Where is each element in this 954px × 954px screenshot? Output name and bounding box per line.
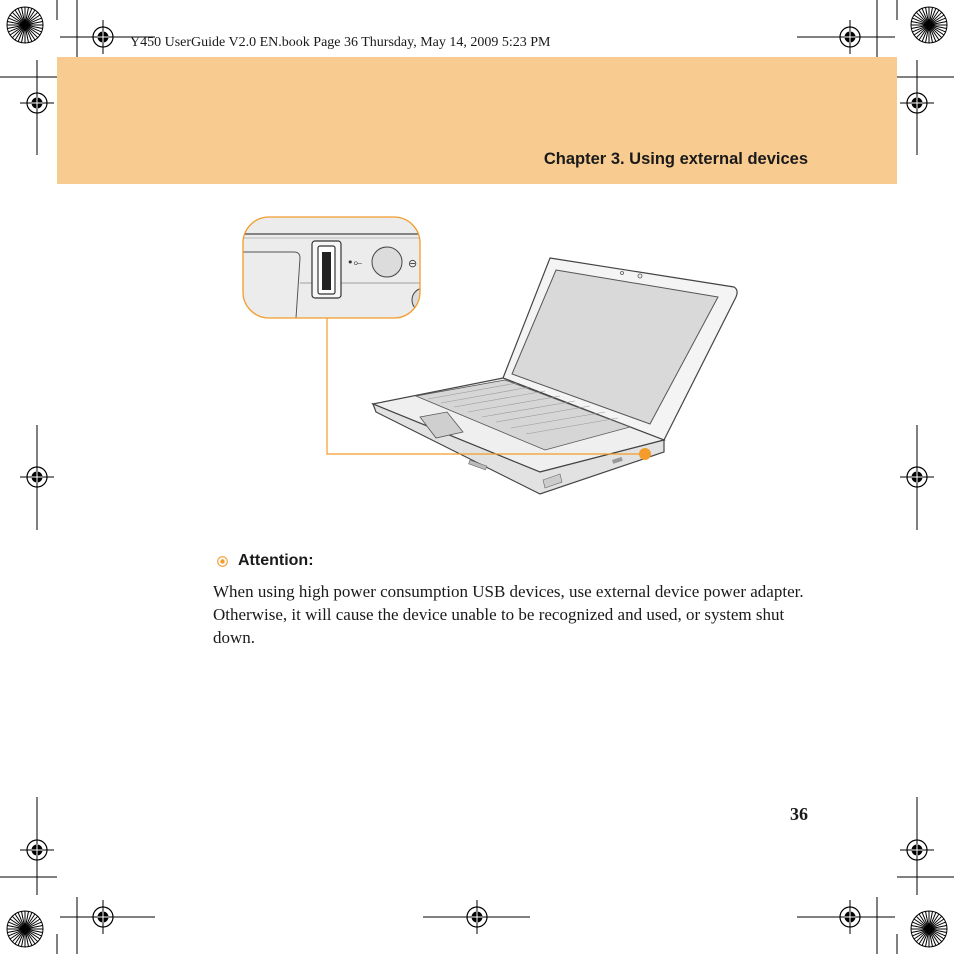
target-icon	[217, 556, 228, 567]
usb-port-zoom: •⟜ ⊖	[242, 216, 421, 319]
chapter-header-band	[57, 57, 897, 184]
page-number: 36	[790, 804, 808, 824]
chapter-title: Chapter 3. Using external devices	[543, 150, 808, 168]
svg-text:⊖: ⊖	[408, 257, 417, 270]
print-file-info: Y450 UserGuide V2.0 EN.book Page 36 Thur…	[130, 35, 551, 50]
svg-text:•⟜: •⟜	[347, 256, 362, 269]
attention-text: When using high power consumption USB de…	[213, 582, 804, 647]
laptop-base	[370, 377, 666, 495]
laptop-lid	[502, 257, 738, 441]
callout-dot	[639, 448, 651, 460]
attention-heading: Attention:	[238, 552, 314, 569]
